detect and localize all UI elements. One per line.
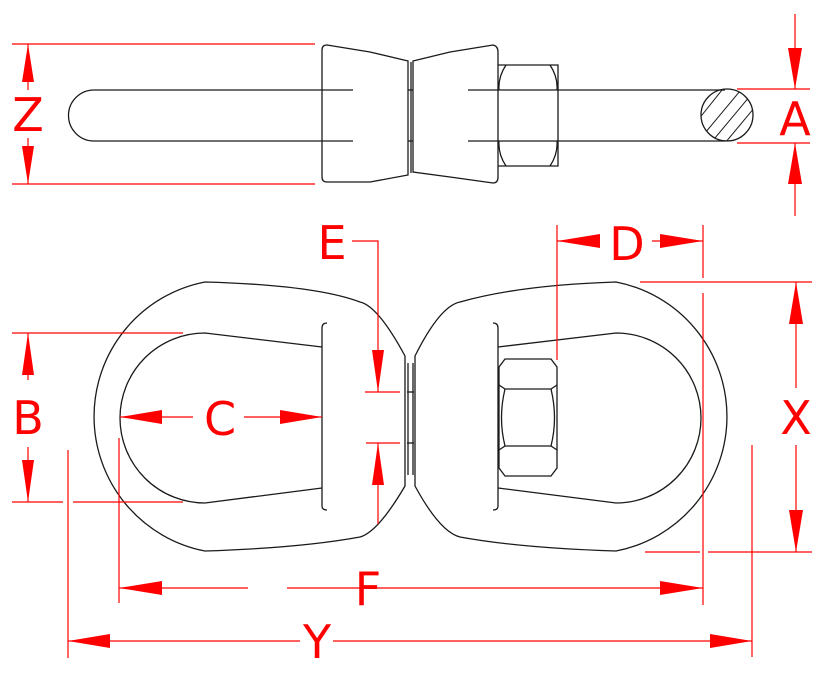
label-c: C bbox=[204, 392, 236, 446]
side-view bbox=[67, 44, 754, 184]
label-x: X bbox=[780, 391, 812, 445]
left-eye-outer bbox=[93, 281, 406, 552]
rod-section bbox=[700, 88, 754, 142]
right-eye-outer bbox=[414, 281, 728, 552]
left-shank bbox=[67, 89, 353, 142]
right-eye-inner bbox=[497, 332, 702, 504]
label-z: Z bbox=[12, 88, 44, 142]
nut-side bbox=[498, 64, 559, 167]
dimension-lines bbox=[12, 14, 812, 658]
left-body bbox=[321, 44, 409, 183]
hex-nut bbox=[498, 358, 558, 477]
dimension-labels: Z A E D B C X F Y bbox=[12, 88, 812, 669]
left-eye-inner bbox=[119, 332, 323, 504]
label-e: E bbox=[317, 216, 346, 270]
label-d: D bbox=[609, 217, 644, 271]
right-shank bbox=[468, 89, 725, 142]
label-f: F bbox=[355, 562, 381, 616]
label-y: Y bbox=[302, 615, 332, 669]
top-view bbox=[93, 281, 728, 552]
label-a: A bbox=[779, 92, 811, 146]
right-bracket bbox=[492, 322, 499, 511]
label-b: B bbox=[12, 391, 44, 445]
left-bracket bbox=[321, 322, 328, 511]
right-body bbox=[412, 44, 499, 184]
